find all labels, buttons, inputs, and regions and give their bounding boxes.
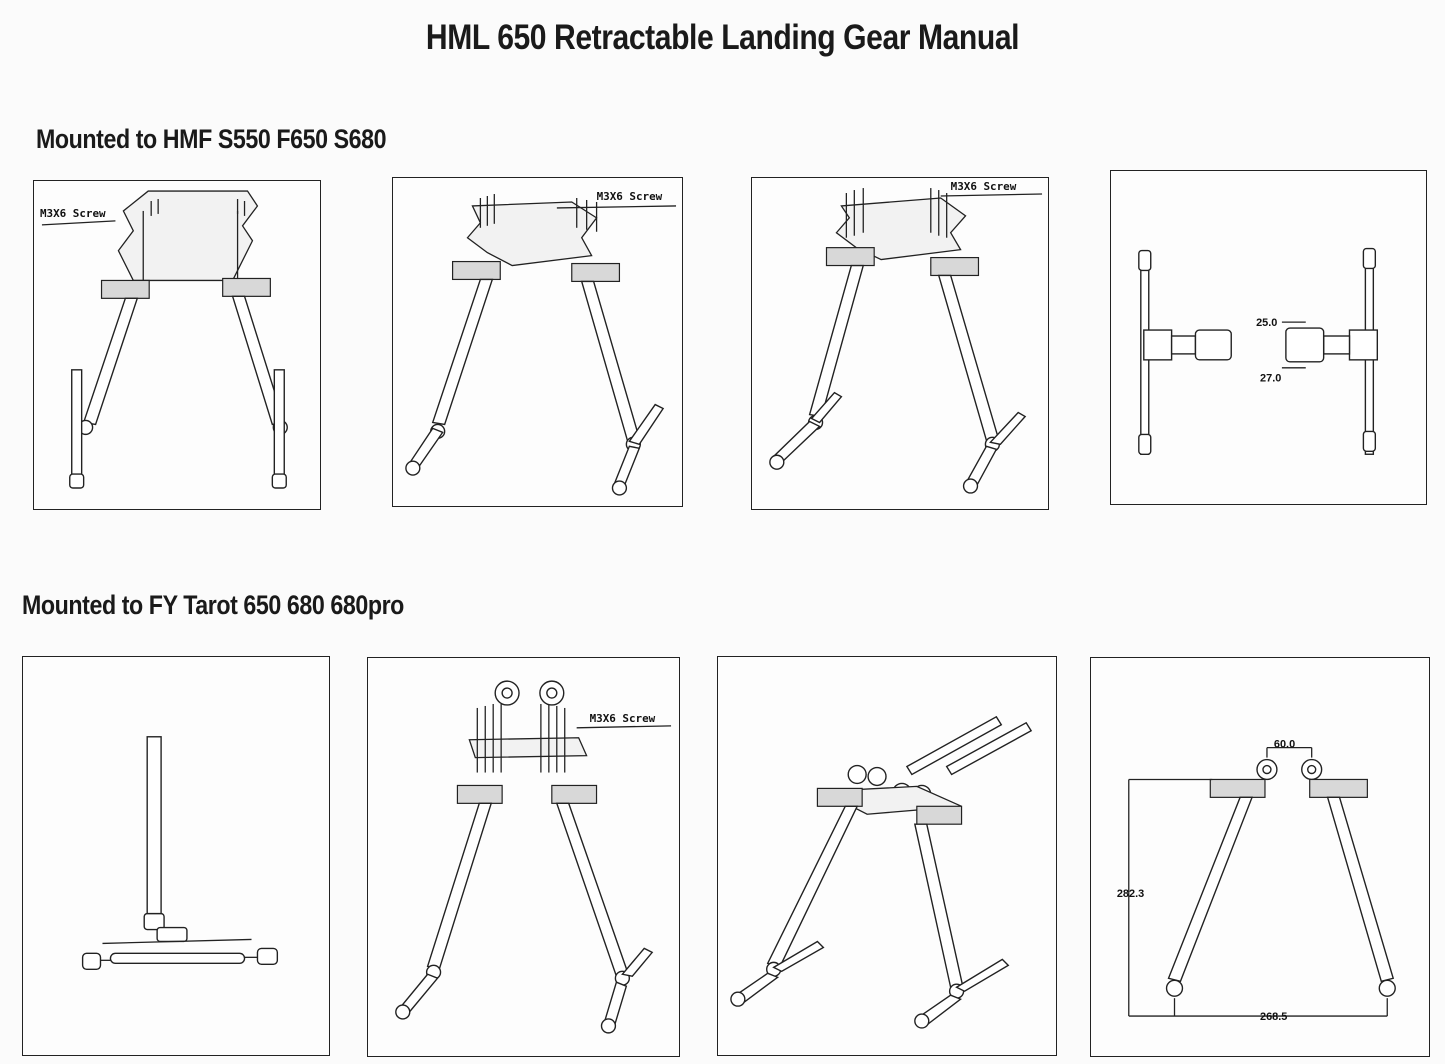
- diagram-panel-hmf-3: M3X6 Screw: [751, 177, 1049, 510]
- diagram-panel-hmf-1: M3X6 Screw: [33, 180, 321, 510]
- dimension-label: 27.0: [1260, 373, 1281, 385]
- diagram-panel-hmf-4-dimensions: 25.0 27.0: [1110, 170, 1427, 505]
- page-title: HML 650 Retractable Landing Gear Manual: [425, 18, 1020, 57]
- dimension-drawing: 60.0 282.3 268.5: [1117, 739, 1396, 1023]
- landing-gear-illustration: [81, 736, 279, 970]
- screw-callout: M3X6 Screw: [597, 190, 663, 203]
- dimension-label: 282.3: [1117, 888, 1144, 900]
- screw-callout: M3X6 Screw: [40, 207, 106, 220]
- landing-gear-illustration: [730, 715, 1033, 1029]
- section-heading-hmf: Mounted to HMF S550 F650 S680: [36, 124, 387, 154]
- diagram-panel-tarot-1: [22, 656, 330, 1056]
- diagram-panel-tarot-2: M3X6 Screw: [367, 657, 680, 1057]
- screw-callout: M3X6 Screw: [590, 712, 656, 725]
- landing-gear-illustration: M3X6 Screw: [395, 680, 672, 1034]
- section-heading-tarot: Mounted to FY Tarot 650 680 680pro: [22, 590, 404, 620]
- landing-gear-illustration: M3X6 Screw: [405, 190, 677, 496]
- landing-gear-illustration: M3X6 Screw: [40, 190, 288, 489]
- screw-callout: M3X6 Screw: [951, 180, 1017, 193]
- dimension-label: 60.0: [1274, 739, 1295, 751]
- dimension-label: 25.0: [1256, 317, 1277, 329]
- dimension-drawing: 25.0 27.0: [1138, 247, 1379, 455]
- dimension-label: 268.5: [1260, 1011, 1287, 1023]
- landing-gear-illustration: M3X6 Screw: [769, 180, 1043, 494]
- diagram-panel-tarot-4-dimensions: 60.0 282.3 268.5: [1090, 657, 1430, 1057]
- diagram-panel-hmf-2: M3X6 Screw: [392, 177, 683, 507]
- diagram-panel-tarot-3: [717, 656, 1057, 1056]
